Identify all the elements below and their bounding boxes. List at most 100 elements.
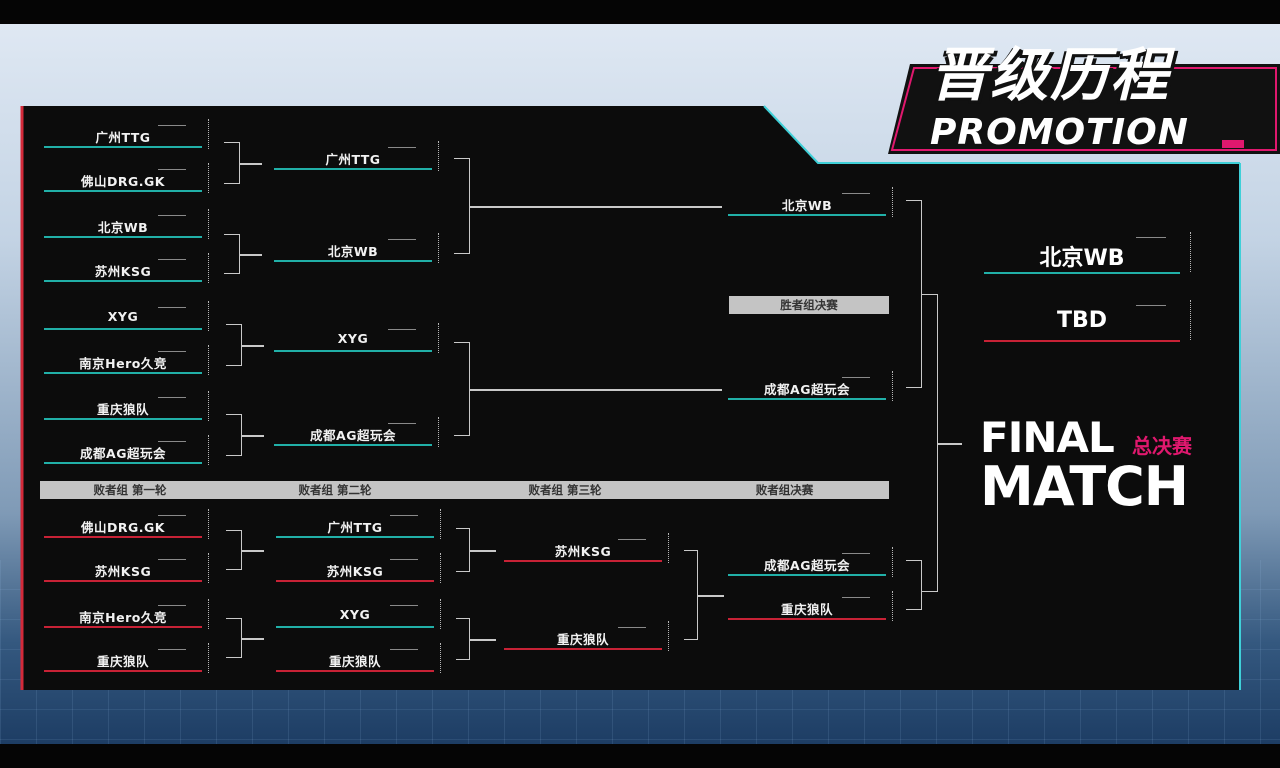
final-line1: FINAL — [980, 413, 1115, 462]
winners-final-slot: 北京WB — [728, 187, 893, 218]
winners-r1-slot: 广州TTG — [44, 119, 209, 150]
bracket-output-line — [240, 163, 262, 165]
title-backplate — [888, 64, 1280, 154]
bracket-connector — [224, 234, 240, 274]
bracket-output-line — [470, 206, 722, 208]
slot-underline — [44, 670, 202, 672]
title-en: PROMOTION — [930, 112, 1189, 153]
winners-r2-slot: XYG — [274, 323, 439, 354]
score-marker — [438, 233, 443, 263]
slot-dash — [158, 559, 186, 560]
losers-r2-slot: 苏州KSG — [276, 553, 441, 584]
grand-final-score-1 — [1190, 232, 1195, 272]
slot-dash — [158, 169, 186, 170]
slot-dash — [390, 605, 418, 606]
score-marker — [892, 187, 897, 217]
winners-r2-slot: 成都AG超玩会 — [274, 417, 439, 448]
slot-dash — [388, 147, 416, 148]
slot-underline — [504, 560, 662, 562]
score-marker — [440, 553, 445, 583]
slot-dash — [158, 649, 186, 650]
losers-final-label: 败者组决赛 — [680, 481, 889, 499]
slot-underline — [44, 580, 202, 582]
letterbox-bottom — [0, 744, 1280, 768]
slot-underline — [274, 168, 432, 170]
slot-dash — [842, 597, 870, 598]
score-marker — [208, 253, 213, 283]
slot-dash — [618, 539, 646, 540]
slot-underline — [44, 280, 202, 282]
team-name: 南京Hero久竞 — [79, 356, 167, 371]
score-marker — [668, 621, 673, 651]
bracket-output-line — [698, 595, 724, 597]
bracket-connector — [224, 142, 240, 184]
team-name: 重庆狼队 — [780, 602, 833, 617]
score-marker — [440, 509, 445, 539]
team-name: XYG — [337, 331, 369, 346]
score-marker — [208, 391, 213, 421]
score-marker — [208, 435, 213, 465]
slot-underline — [274, 444, 432, 446]
slot-dash — [842, 193, 870, 194]
score-marker — [892, 371, 897, 401]
slot-dash — [158, 215, 186, 216]
title-zh: 晋级历程 — [930, 41, 1171, 109]
slot-dash — [158, 605, 186, 606]
slot-dash — [842, 377, 870, 378]
losers-r3-slot: 重庆狼队 — [504, 621, 669, 652]
grand-final-underline-1 — [984, 272, 1180, 274]
bracket-connector — [906, 200, 922, 388]
letterbox-top — [0, 0, 1280, 24]
grand-final-team-2: TBD — [1056, 308, 1108, 333]
bracket-connector — [226, 324, 242, 366]
winners-r1-slot: 重庆狼队 — [44, 391, 209, 422]
slot-underline — [44, 536, 202, 538]
slot-dash — [158, 397, 186, 398]
score-marker — [208, 553, 213, 583]
slot-underline — [274, 260, 432, 262]
team-name: 成都AG超玩会 — [310, 428, 396, 443]
team-name: 成都AG超玩会 — [764, 382, 850, 397]
team-name: 北京WB — [327, 244, 379, 259]
promotion-title: 晋级历程 PROMOTION — [870, 28, 1280, 164]
slot-underline — [276, 626, 434, 628]
grand-final-team-1: 北京WB — [1039, 246, 1125, 271]
slot-dash — [388, 329, 416, 330]
slot-underline — [276, 536, 434, 538]
score-marker — [892, 547, 897, 577]
team-name: 北京WB — [781, 198, 833, 213]
losers-r1-slot: 佛山DRG.GK — [44, 509, 209, 540]
score-marker — [208, 599, 213, 629]
losers-final-slot: 成都AG超玩会 — [728, 547, 893, 578]
team-name: 北京WB — [97, 220, 149, 235]
bracket-output-line — [470, 550, 496, 552]
winners-r1-slot: 北京WB — [44, 209, 209, 240]
score-marker — [208, 509, 213, 539]
slot-dash — [158, 307, 186, 308]
score-marker — [668, 533, 673, 563]
winners-final-label: 胜者组决赛 — [729, 296, 889, 314]
score-marker — [438, 417, 443, 447]
bracket-connector — [456, 618, 470, 660]
slot-dash — [390, 515, 418, 516]
team-name: 苏州KSG — [94, 564, 152, 579]
team-name: 南京Hero久竞 — [79, 610, 167, 625]
slot-dash — [158, 259, 186, 260]
grand-final-score-2 — [1190, 300, 1195, 340]
score-marker — [440, 643, 445, 673]
losers-r2-slot: XYG — [276, 599, 441, 630]
bracket-output-line — [470, 639, 496, 641]
score-marker — [892, 591, 897, 621]
winners-r1-slot: 佛山DRG.GK — [44, 163, 209, 194]
team-name: 广州TTG — [325, 152, 381, 167]
losers-r2-label: 败者组 第二轮 — [220, 481, 450, 499]
losers-r2-slot: 重庆狼队 — [276, 643, 441, 674]
final-match-title: FINAL 总决赛 MATCH — [980, 416, 1220, 516]
grand-final-slot-2: TBD — [984, 300, 1191, 342]
winners-r1-slot: 成都AG超玩会 — [44, 435, 209, 466]
slot-underline — [44, 462, 202, 464]
slot-dash — [388, 423, 416, 424]
